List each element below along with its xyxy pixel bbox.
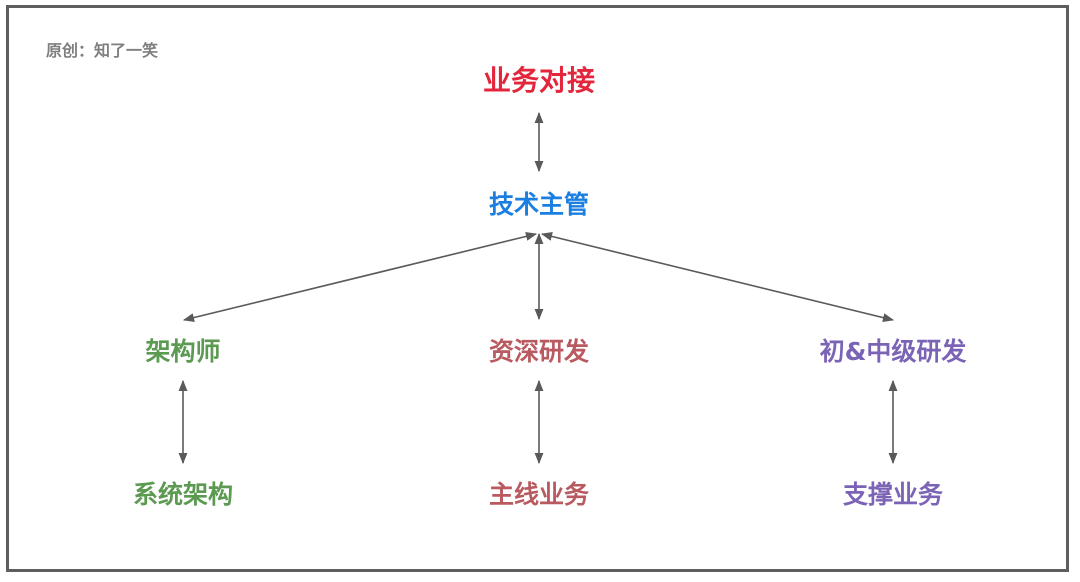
node-senior-dev: 资深研发 (488, 337, 590, 366)
credit-label: 原创：知了一笑 (46, 41, 159, 60)
edge-supervisor-junior (540, 232, 895, 322)
node-tech-supervisor: 技术主管 (488, 190, 590, 219)
node-architect: 架构师 (145, 337, 221, 366)
node-support-business: 支撑业务 (842, 480, 944, 509)
node-system-architecture: 系统架构 (132, 480, 234, 509)
node-junior-mid-dev: 初&中级研发 (819, 337, 967, 366)
node-business-liaison: 业务对接 (482, 64, 596, 97)
node-main-business: 主线业务 (488, 480, 590, 509)
edge-supervisor-architect (182, 232, 538, 322)
